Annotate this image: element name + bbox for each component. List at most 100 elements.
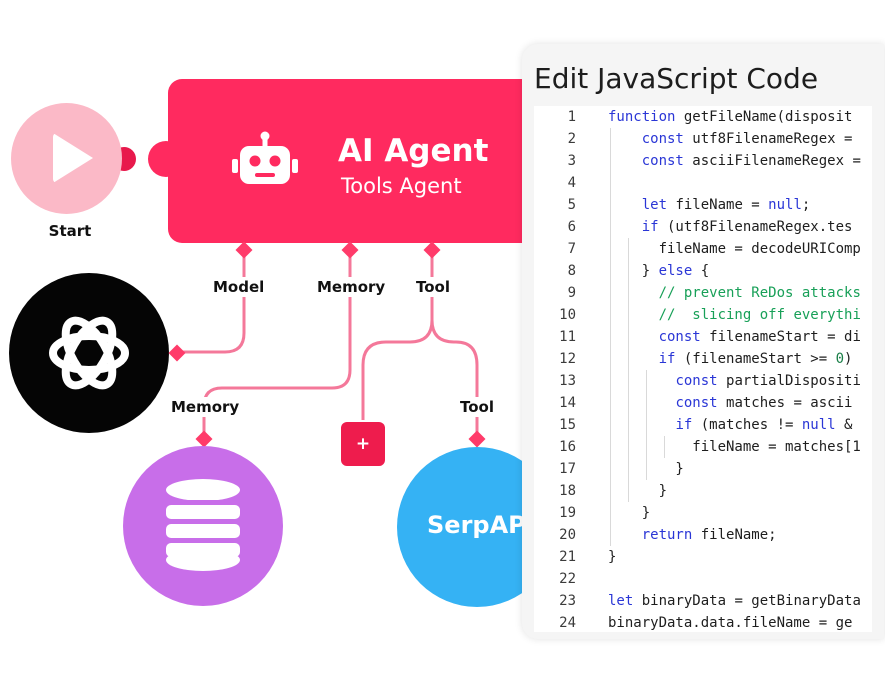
code-line[interactable]: 22 [534,568,872,590]
code-line[interactable]: 4 [534,172,872,194]
code-text: binaryData.data.fileName = ge [608,612,852,632]
code-token [608,197,642,213]
memory-node[interactable] [123,446,283,606]
memory-connector-label: Memory [313,277,390,297]
code-token: { [692,263,710,279]
code-token [608,373,675,389]
line-number: 7 [567,241,576,257]
code-token: // prevent ReDos attacks [658,285,861,301]
code-token: } [608,263,659,279]
code-line[interactable]: 2 const utf8FilenameRegex = [534,128,872,150]
line-number: 21 [559,549,576,565]
code-token: getFileName(disposit [675,109,853,125]
code-line[interactable]: 7 fileName = decodeURIComp [534,238,872,260]
code-token: if [658,351,676,367]
code-token: (utf8FilenameRegex.tes [658,219,853,235]
code-line[interactable]: 8 } else { [534,260,872,282]
line-number: 22 [559,571,576,587]
code-text: const partialDispositi [608,370,860,392]
database-icon [166,479,240,571]
openai-logo-icon [49,316,129,390]
code-line[interactable]: 13 const partialDispositi [534,370,872,392]
code-line[interactable]: 12 if (filenameStart >= 0) [534,348,872,370]
code-text: return fileName; [608,524,777,546]
line-number: 23 [559,593,576,609]
line-number: 6 [567,219,576,235]
editor-title: Edit JavaScript Code [534,62,819,95]
code-line[interactable]: 16 fileName = matches[1 [534,436,872,458]
wire-model [180,250,246,354]
code-token: 0 [835,351,845,367]
code-token: binaryData.data.fileName = ge [608,615,853,631]
code-token: // slicing off everythi [658,307,861,323]
code-line[interactable]: 21} [534,546,872,568]
code-line[interactable]: 9 // prevent ReDos attacks [534,282,872,304]
start-node[interactable] [11,103,122,214]
openai-chat-model-node[interactable] [9,273,169,433]
line-number: 16 [559,439,576,455]
code-token: if [675,417,693,433]
code-line[interactable]: 3 const asciiFilenameRegex = [534,150,872,172]
code-token: } [608,549,617,565]
code-line[interactable]: 24 binaryData.data.fileName = ge [534,612,872,632]
code-line[interactable]: 14 const matches = ascii [534,392,872,414]
code-line[interactable]: 17 } [534,458,872,480]
code-line[interactable]: 19 } [534,502,872,524]
code-token: fileName = decodeURIComp [608,241,861,257]
code-text: let fileName = null; [608,194,811,216]
code-line[interactable]: 15 if (matches != null & [534,414,872,436]
code-line[interactable]: 6 if (utf8FilenameRegex.tes [534,216,872,238]
code-token: null [801,417,836,433]
code-text: const utf8FilenameRegex = [608,128,861,150]
code-token [608,153,642,169]
code-line[interactable]: 20 return fileName; [534,524,872,546]
line-number: 5 [567,197,576,213]
code-token: } [608,461,684,477]
line-number: 8 [567,263,576,279]
code-token [608,351,659,367]
code-text: if (utf8FilenameRegex.tes [608,216,853,238]
line-number: 24 [559,615,576,631]
code-text: } [608,502,650,524]
serpapi-label: SerpAPI [427,511,535,539]
code-token: null [768,197,802,213]
wire-tool-serp [430,319,479,437]
code-line[interactable]: 18 } [534,480,872,502]
line-number: 13 [559,373,576,389]
code-text: } else { [608,260,709,282]
code-line[interactable]: 10 // slicing off everythi [534,304,872,326]
code-token: if [641,219,659,235]
code-line[interactable]: 11 const filenameStart = di [534,326,872,348]
code-token: const [675,395,718,411]
code-token: (matches != [692,417,802,433]
code-token: fileName; [692,527,777,543]
tool-connector-label: Tool [412,277,454,297]
line-number: 11 [559,329,576,345]
code-line[interactable]: 5 let fileName = null; [534,194,872,216]
code-token [608,417,675,433]
code-token: function [608,109,676,125]
code-token [608,395,675,411]
code-token: (filenameStart >= [675,351,836,367]
model-connector-label: Model [209,277,269,297]
memory-sub-label: Memory [167,397,244,417]
code-text: } [608,546,616,568]
code-token: matches = ascii [717,395,853,411]
line-number: 14 [559,395,576,411]
code-token [608,527,642,543]
code-text: } [608,480,667,502]
code-text: fileName = matches[1 [608,436,861,458]
code-token: asciiFilenameRegex = [683,153,861,169]
ai-agent-node[interactable]: AI Agent Tools Agent [168,79,548,243]
code-token: return [641,527,693,543]
add-tool-button[interactable]: + [341,422,385,466]
code-text: if (matches != null & [608,414,852,436]
tool-sub-label: Tool [456,397,498,417]
line-number: 20 [559,527,576,543]
code-token [608,285,659,301]
